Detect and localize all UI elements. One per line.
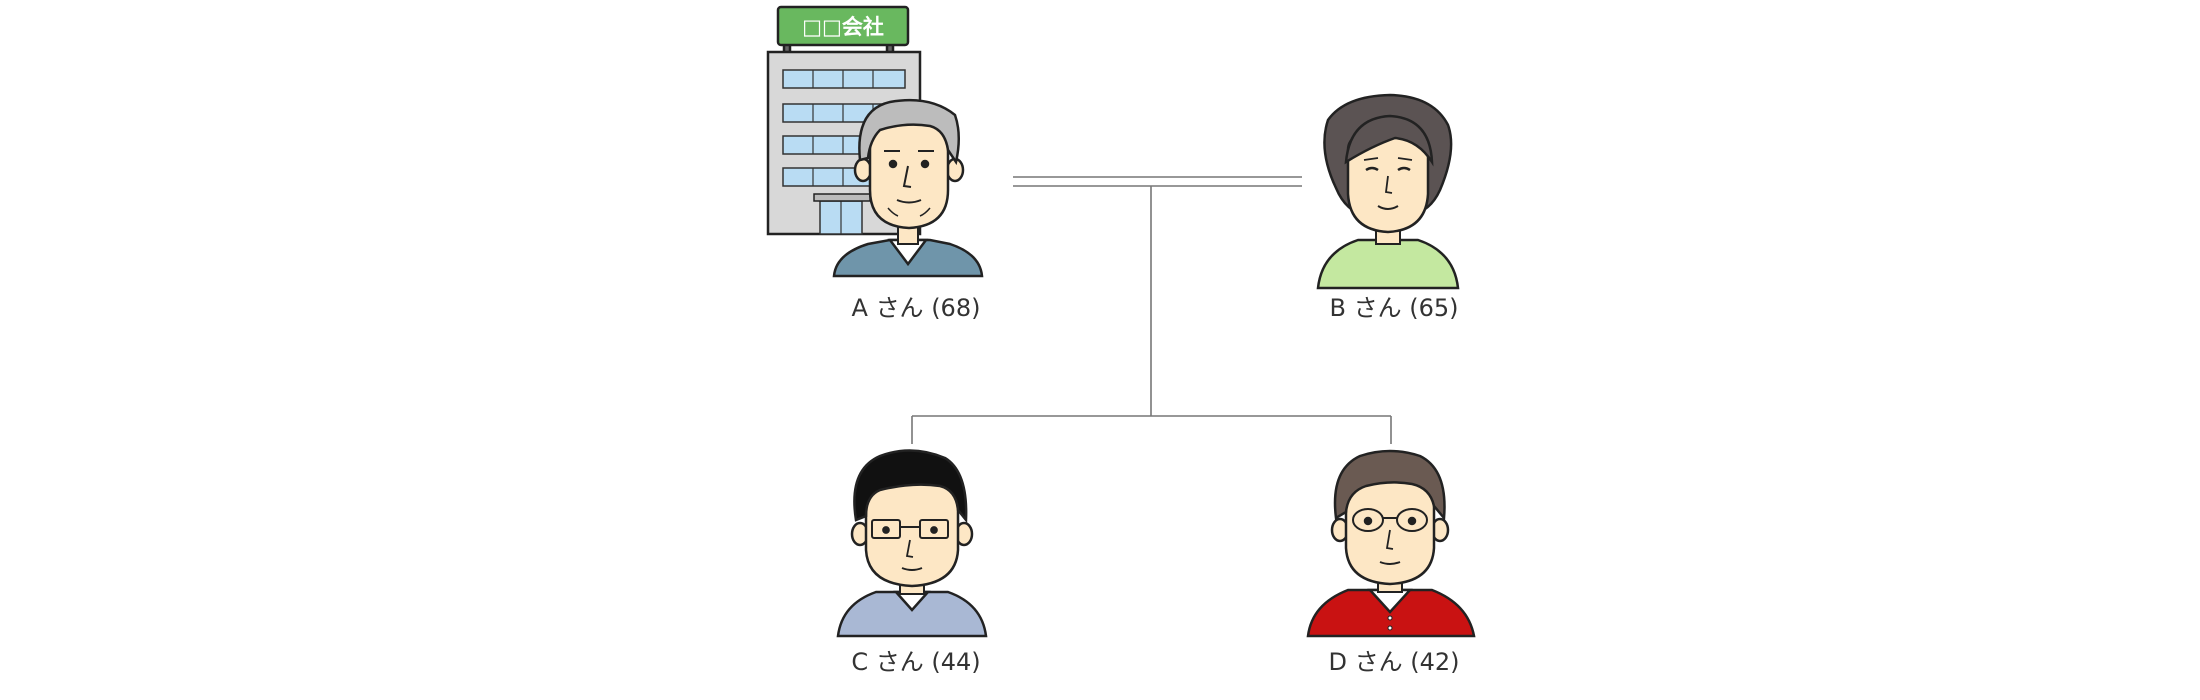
person-b-label: B さん (65) [1330, 294, 1459, 322]
person-d-label: D さん (42) [1328, 648, 1459, 676]
person-b-illustration [1318, 95, 1458, 288]
person-d-illustration [1308, 451, 1474, 636]
person-c-illustration [838, 450, 986, 636]
person-b-shirt [1318, 240, 1458, 288]
relationship-lines [912, 177, 1391, 444]
company-sign-text: □□会社 [802, 15, 884, 39]
person-a-label: A さん (68) [852, 294, 981, 322]
person-c-label: C さん (44) [851, 648, 980, 676]
